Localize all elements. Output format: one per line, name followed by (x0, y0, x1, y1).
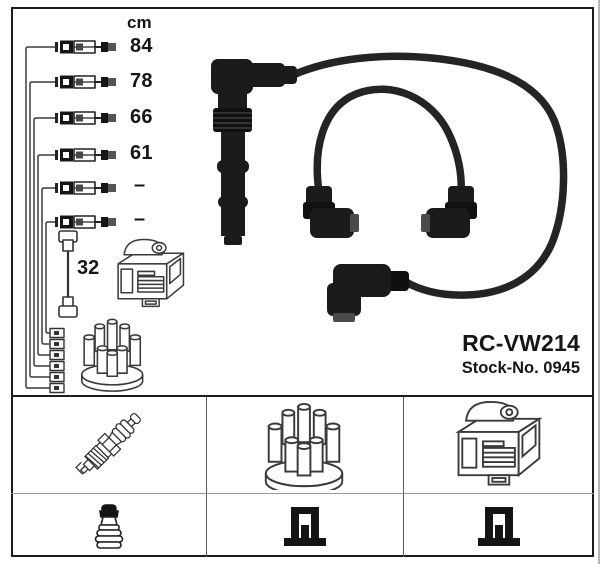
long-coil-boot (211, 59, 297, 245)
product-code: RC-VW214 (462, 330, 580, 356)
scan-edge (598, 0, 600, 564)
legend-cell-distributor-cap (207, 397, 404, 494)
components-legend-table (11, 395, 594, 557)
cable-length-value: – (134, 208, 146, 230)
cable-length-value: – (134, 174, 146, 196)
legend-cell-block-terminal-1 (207, 494, 404, 557)
cable-length-value: 61 (130, 142, 153, 164)
length-unit-label: cm (127, 13, 152, 32)
elbow-boot-bottom (327, 264, 409, 322)
ignition-coil-icon (457, 400, 541, 486)
distributor-cap-icon (264, 402, 344, 490)
stock-number: Stock-No. 0945 (461, 359, 580, 377)
legend-cell-ignition-coil (404, 397, 594, 494)
cable-length-value: 84 (130, 35, 153, 57)
distributor-end-connectors (49, 327, 65, 394)
legend-cell-block-terminal-2 (404, 494, 594, 557)
cable-length-diagram (25, 39, 185, 394)
spark-plug-icon (72, 407, 146, 482)
border-frame (11, 7, 594, 557)
elbow-boot-center (303, 186, 359, 238)
terminal-nut-icon (94, 503, 123, 549)
block-terminal-icon (478, 506, 520, 546)
elbow-boot-right (421, 186, 477, 238)
ignition-leads-photo (211, 52, 568, 322)
block-terminal-icon (284, 506, 326, 546)
legend-cell-terminal-nut (11, 494, 207, 557)
cable-length-value: 78 (130, 70, 153, 92)
coil-wire-length-value: 32 (77, 257, 100, 279)
cable-length-value: 66 (130, 106, 153, 128)
legend-cell-spark-plug (11, 397, 207, 494)
coil-wire-drawing (58, 230, 78, 318)
